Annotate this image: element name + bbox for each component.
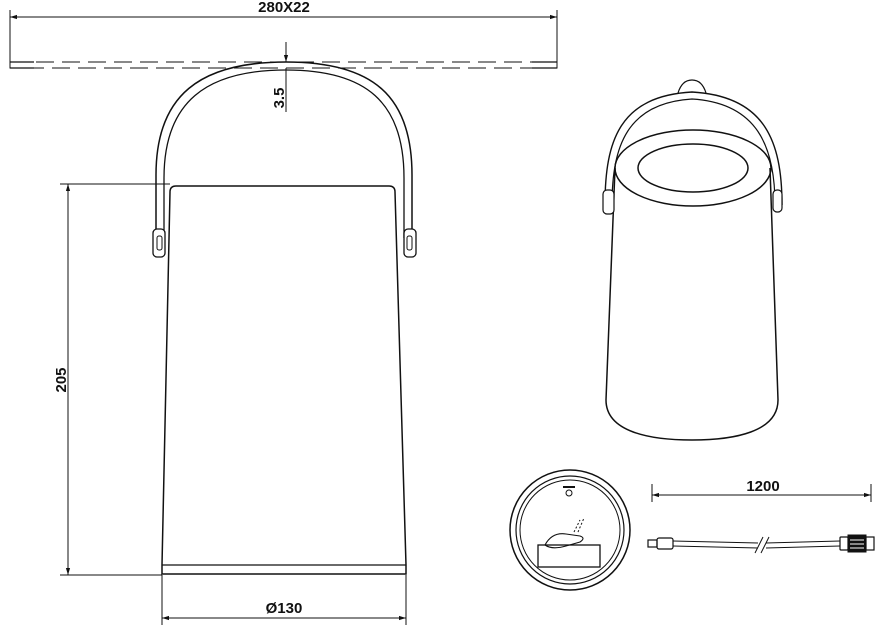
stand-plate-outline	[9, 61, 558, 69]
cable-view: 1200	[647, 478, 875, 554]
bottom-label-plate	[537, 544, 601, 568]
persp-handle-outer	[604, 91, 783, 206]
handle-outer	[155, 61, 413, 238]
bottom-inner-ring	[515, 475, 625, 585]
micro-usb-connector	[647, 539, 658, 548]
bottom-hand-icon	[544, 533, 584, 549]
lamp-body	[161, 185, 407, 575]
stand-view: 280X22 3.5	[9, 0, 558, 112]
persp-body	[605, 167, 779, 441]
persp-top-opening	[637, 143, 749, 193]
diameter-dimension-label: Ø130	[266, 600, 303, 617]
lamp-bottom-view	[509, 469, 631, 591]
bottom-outer-ring	[509, 469, 631, 591]
height-dimension-label: 205	[53, 367, 70, 392]
stand-dimension-label: 280X22	[258, 0, 310, 16]
gap-dimension-label: 3.5	[271, 88, 288, 109]
persp-hinge-right	[772, 189, 783, 213]
bottom-switch-icon	[565, 489, 573, 497]
cable-dimension-label: 1200	[746, 478, 779, 495]
lamp-perspective-view	[602, 79, 783, 441]
persp-top-rim	[614, 129, 772, 207]
persp-handle-inner	[611, 98, 776, 206]
lamp-front-view: 205 Ø130	[53, 61, 417, 625]
handle-inner	[163, 69, 405, 238]
cable-break-mark	[754, 536, 764, 554]
cable-wire	[672, 540, 759, 544]
persp-hinge-left	[602, 189, 615, 215]
usb-connector	[839, 536, 849, 551]
